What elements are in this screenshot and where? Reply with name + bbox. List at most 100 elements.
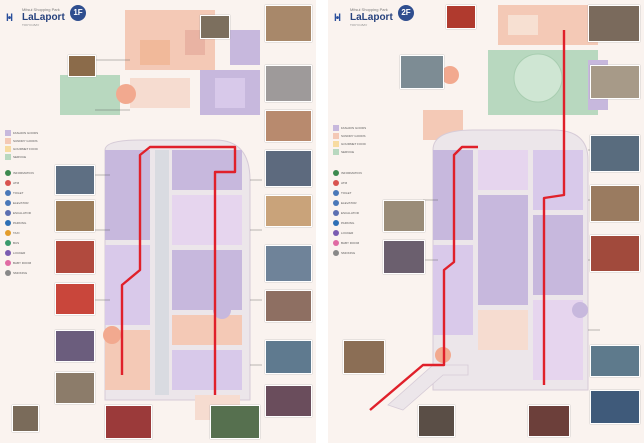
- shop-photo: [590, 235, 640, 272]
- legend-item: SERVICE: [333, 149, 393, 155]
- floor-map-1f: l•l Mitsui Shopping Park LaLaport TOKYO-…: [0, 0, 316, 443]
- elevator-icon: [5, 200, 11, 206]
- legend-item: BABY ROOM: [5, 260, 65, 266]
- information-icon: [333, 170, 339, 176]
- locker-icon: [333, 230, 339, 236]
- shop-photo: [383, 200, 425, 232]
- shop-photo: [55, 200, 95, 232]
- shop-photo: [590, 185, 640, 222]
- legend-fashion-swatch: [333, 125, 339, 131]
- logo-small-label: Mitsui Shopping Park: [350, 7, 388, 12]
- atm-icon: [333, 180, 339, 186]
- legend-item: ATM: [333, 180, 393, 186]
- shop-photo: [265, 110, 312, 142]
- shop-photo: [588, 5, 640, 42]
- floor-map-2f: l•l Mitsui Shopping Park LaLaport TOKYO-…: [328, 0, 644, 443]
- shop-photo: [590, 65, 640, 99]
- smoking-icon: [5, 270, 11, 276]
- legend-item: ELEVATOR: [5, 200, 65, 206]
- legend-item: ESCALATOR: [5, 210, 65, 216]
- legend-item: GOURMET FOOD: [5, 146, 65, 152]
- sheet-divider: [316, 0, 328, 443]
- logo-sub: TOKYO-BAY: [22, 23, 40, 27]
- legend-item: SUNDRY GOODS: [5, 138, 65, 144]
- legend-food-swatch: [333, 141, 339, 147]
- toilet-icon: [333, 190, 339, 196]
- legend-service-swatch: [333, 149, 339, 155]
- legend-service-swatch: [5, 154, 11, 160]
- legend-item: TOILET: [5, 190, 65, 196]
- parking-icon: [5, 220, 11, 226]
- shop-photo: [55, 330, 95, 362]
- legend-item: PARKING: [333, 220, 393, 226]
- taxi-icon: [5, 230, 11, 236]
- baby-room-icon: [333, 240, 339, 246]
- bus-icon: [5, 240, 11, 246]
- shop-photo: [343, 340, 385, 374]
- logo-mark-icon: l•l: [334, 13, 341, 24]
- map-2f-svg: [369, 5, 608, 411]
- legend-item: FASHION GOODS: [333, 125, 393, 131]
- shop-photo: [265, 5, 312, 42]
- shop-photo: [200, 15, 230, 39]
- lalaport-logo: l•l Mitsui Shopping Park LaLaport TOKYO-…: [334, 4, 439, 28]
- walking-route-2f-east: [542, 30, 566, 385]
- legend-item: SERVICE: [5, 154, 65, 160]
- legend-item: TAXI: [5, 230, 65, 236]
- shop-photo: [210, 405, 260, 439]
- shop-photo: [55, 283, 95, 315]
- legend-item: BABY ROOM: [333, 240, 393, 246]
- walking-route-2f-west: [369, 145, 478, 411]
- legend-sundry-swatch: [333, 133, 339, 139]
- logo-brand: LaLaport: [350, 12, 393, 23]
- shop-photo: [590, 390, 640, 424]
- legend-item: FASHION GOODS: [5, 130, 65, 136]
- legend-sundry-swatch: [5, 138, 11, 144]
- legend-item: INFORMATION: [333, 170, 393, 176]
- shop-photo: [265, 150, 312, 187]
- shop-photo: [590, 345, 640, 377]
- shop-photo: [590, 135, 640, 172]
- legend-item: ATM: [5, 180, 65, 186]
- shop-photo: [400, 55, 444, 89]
- legend-item: SUNDRY GOODS: [333, 133, 393, 139]
- locker-icon: [5, 250, 11, 256]
- shop-photo: [55, 165, 95, 195]
- map-1f-svg: [60, 10, 262, 420]
- legend-item: LOCKER: [333, 230, 393, 236]
- legend-food-swatch: [5, 146, 11, 152]
- floor-badge-2f: 2F: [398, 5, 414, 21]
- shop-photo: [55, 240, 95, 274]
- shop-photo: [383, 240, 425, 274]
- shop-photo: [68, 55, 96, 77]
- legend-item: PARKING: [5, 220, 65, 226]
- atm-icon: [5, 180, 11, 186]
- shop-photo: [265, 245, 312, 282]
- shop-photo: [265, 290, 312, 322]
- shop-photo: [12, 405, 39, 432]
- baby-room-icon: [5, 260, 11, 266]
- shop-photo: [265, 385, 312, 417]
- shop-photo: [265, 65, 312, 102]
- shop-photo: [446, 5, 476, 29]
- escalator-icon: [5, 210, 11, 216]
- legend-item: ELEVATOR: [333, 200, 393, 206]
- legend-item: LOCKER: [5, 250, 65, 256]
- smoking-icon: [333, 250, 339, 256]
- shop-photo: [55, 372, 95, 404]
- parking-icon: [333, 220, 339, 226]
- floor-badge-1f: 1F: [70, 5, 86, 21]
- legend-item: SMOKING: [333, 250, 393, 256]
- toilet-icon: [5, 190, 11, 196]
- legend-fashion-swatch: [5, 130, 11, 136]
- lalaport-logo: l•l Mitsui Shopping Park LaLaport TOKYO-…: [6, 4, 111, 28]
- elevator-icon: [333, 200, 339, 206]
- shop-photo: [528, 405, 570, 437]
- logo-sub: TOKYO-BAY: [350, 23, 368, 27]
- legend-item: TOILET: [333, 190, 393, 196]
- legend-item: ESCALATOR: [333, 210, 393, 216]
- shop-photo: [265, 340, 312, 374]
- logo-mark-icon: l•l: [6, 13, 13, 24]
- logo-brand: LaLaport: [22, 12, 65, 23]
- legend-item: SMOKING: [5, 270, 65, 276]
